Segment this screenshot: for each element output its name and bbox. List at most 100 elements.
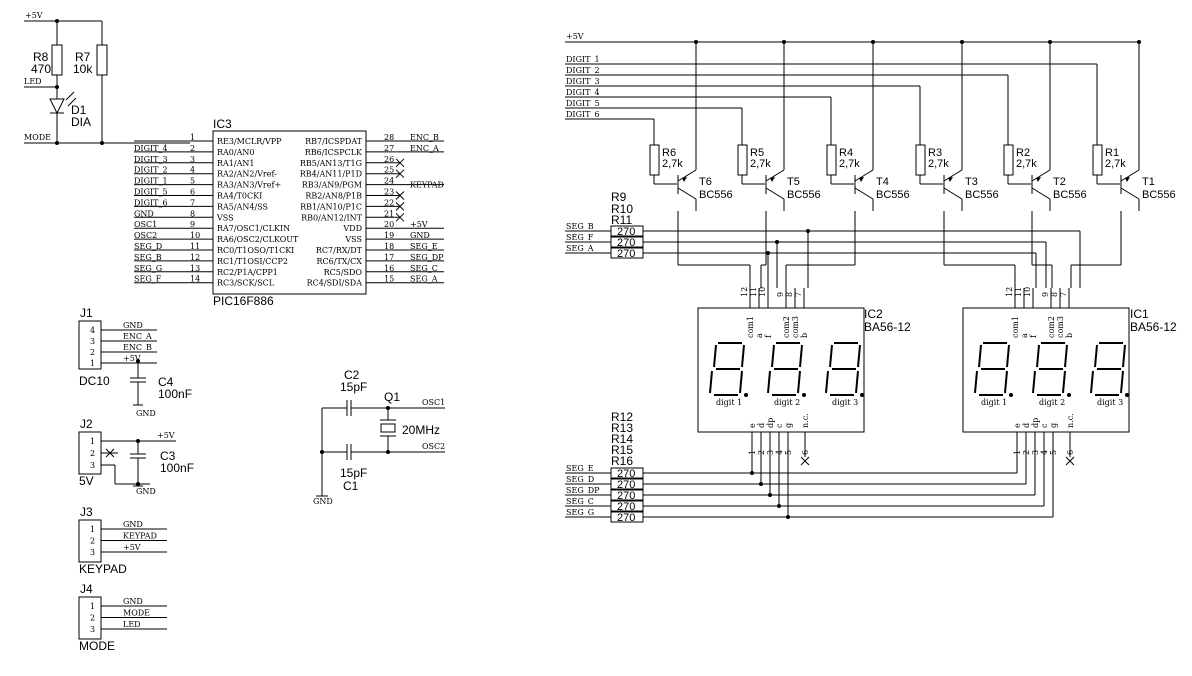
ic3-part: PIC16F886 — [213, 294, 274, 308]
top-pin-number: 12 — [740, 287, 749, 297]
segment — [797, 370, 801, 394]
ic3-pin-number: 13 — [190, 264, 200, 273]
ic3-net-label: SEG_D — [134, 242, 162, 251]
transistor-collector — [1031, 187, 1051, 200]
q1-ref: Q1 — [384, 390, 400, 404]
digit-net-label: DIGIT_2 — [566, 66, 600, 75]
transistor-value: BC556 — [787, 189, 821, 201]
ic3-pin-name: RB5/AN13/T1G — [300, 159, 362, 168]
base-resistor-ref: R4 — [839, 147, 853, 159]
r16-ref: R16 — [611, 454, 633, 468]
ic3-net-label: OSC1 — [134, 220, 157, 229]
ic3-net-label: +5V — [410, 220, 428, 229]
ic3-pin-name: RB2/AN8/P1B — [305, 192, 362, 201]
segment — [741, 344, 745, 368]
segment — [1006, 344, 1010, 368]
junction-dot — [871, 40, 875, 44]
segment — [709, 370, 713, 394]
digit-label: digit 1 — [981, 398, 1007, 407]
ic3-pin-name: RB0/AN12/INT — [301, 213, 363, 222]
segment — [771, 344, 775, 368]
top-pin-number: 11 — [749, 287, 758, 297]
c2-ref: C2 — [344, 368, 360, 382]
transistor-value: BC556 — [1053, 189, 1087, 201]
q1-value: 20MHz — [402, 423, 440, 437]
ic3-pin-name: RA6/OSC2/CLKOUT — [217, 235, 299, 244]
ic3-pin-name: RB7/ICSPDAT — [305, 137, 363, 146]
no-connect-mark — [395, 212, 405, 222]
segment — [1090, 370, 1094, 394]
j1-net-label: ENC_B — [123, 343, 152, 352]
segment — [978, 344, 982, 368]
no-connect-mark — [395, 191, 405, 200]
ic3-pin-number: 27 — [384, 144, 394, 153]
bottom-pin-name: d — [757, 423, 766, 428]
j4-net-label: MODE — [123, 609, 150, 618]
svg-text:3: 3 — [90, 461, 95, 470]
ic3-net-label: DIGIT_6 — [134, 198, 168, 207]
ic3-pin-number: 3 — [190, 155, 195, 164]
mode-net-label: MODE — [24, 133, 51, 142]
ic3-pin-number: 4 — [190, 166, 195, 175]
segment-resistor-value: 270 — [617, 512, 635, 524]
segment — [1064, 344, 1068, 368]
emitter-arrow — [948, 177, 953, 182]
segment — [799, 344, 803, 368]
ic3-pin-number: 11 — [190, 242, 200, 251]
d1-ref: D1 — [71, 103, 87, 117]
transistor-ref: T4 — [876, 176, 889, 188]
segment-resistor-value: 270 — [617, 479, 635, 491]
j3-pin-number: 2 — [90, 537, 95, 546]
top-pin-name: f — [764, 334, 773, 338]
decimal-point — [860, 393, 864, 397]
j2-gnd: GND — [136, 487, 156, 496]
bottom-pin-name: c — [1040, 423, 1049, 428]
r11-ref: R11 — [611, 213, 632, 227]
ic1-ref: IC1 — [1130, 307, 1149, 321]
r13-ref: R13 — [611, 421, 633, 435]
ic3-pin-name: RA7/OSC1/CLKIN — [217, 224, 290, 233]
decimal-point — [802, 393, 806, 397]
ic3-net-label: OSC2 — [134, 231, 157, 240]
transistor-ref: T5 — [787, 176, 800, 188]
ic3-net-label: DIGIT_4 — [134, 144, 168, 153]
ic3-pin-name: RA0/AN0 — [217, 148, 254, 157]
base-resistor-value: 2,7k — [839, 158, 860, 170]
svg-text:2: 2 — [90, 449, 95, 458]
ic3-net-label: DIGIT_3 — [134, 155, 168, 164]
ic3-pin-number: 18 — [384, 242, 394, 251]
q1-crystal — [380, 423, 396, 433]
top-pin-name: com1 — [746, 316, 755, 338]
ic3-net-label: DIGIT_5 — [134, 188, 168, 197]
transistor-emitter — [1120, 169, 1140, 182]
top-pin-name: com3 — [791, 316, 800, 338]
ic3-pin-name: VSS — [216, 213, 234, 222]
ic3-net-label: GND — [134, 209, 154, 218]
transistor-ref: T6 — [699, 176, 712, 188]
segment-net-label: SEG_D — [566, 475, 594, 484]
c1-ref: C1 — [343, 479, 359, 493]
bottom-pin-name: dp — [1031, 418, 1040, 428]
r14-ref: R14 — [611, 432, 633, 446]
ic3-net-label: SEG_F — [134, 275, 162, 284]
digit-label: digit 3 — [832, 398, 858, 407]
top-pin-name: com2 — [782, 316, 791, 338]
c1-value: 15pF — [340, 466, 367, 480]
r9-ref: R9 — [611, 190, 627, 204]
top-pin-number: 11 — [1014, 287, 1023, 297]
j1-body — [78, 320, 102, 370]
ic3-net-label: SEG_E — [410, 242, 438, 251]
j3-net-label: +5V — [123, 543, 141, 552]
top-pin-name: b — [800, 333, 809, 338]
transistor-collector — [854, 187, 874, 200]
ic3-net-label: SEG_C — [410, 264, 438, 273]
ic3-net-label: ENC_A — [410, 144, 439, 153]
ic3-pin-number: 6 — [190, 188, 195, 197]
top-pin-number: 7 — [1059, 292, 1068, 297]
ic3-pin-number: 25 — [384, 166, 394, 175]
ic3-pin-number: 19 — [384, 231, 394, 240]
digit-net-label: DIGIT_4 — [566, 88, 600, 97]
